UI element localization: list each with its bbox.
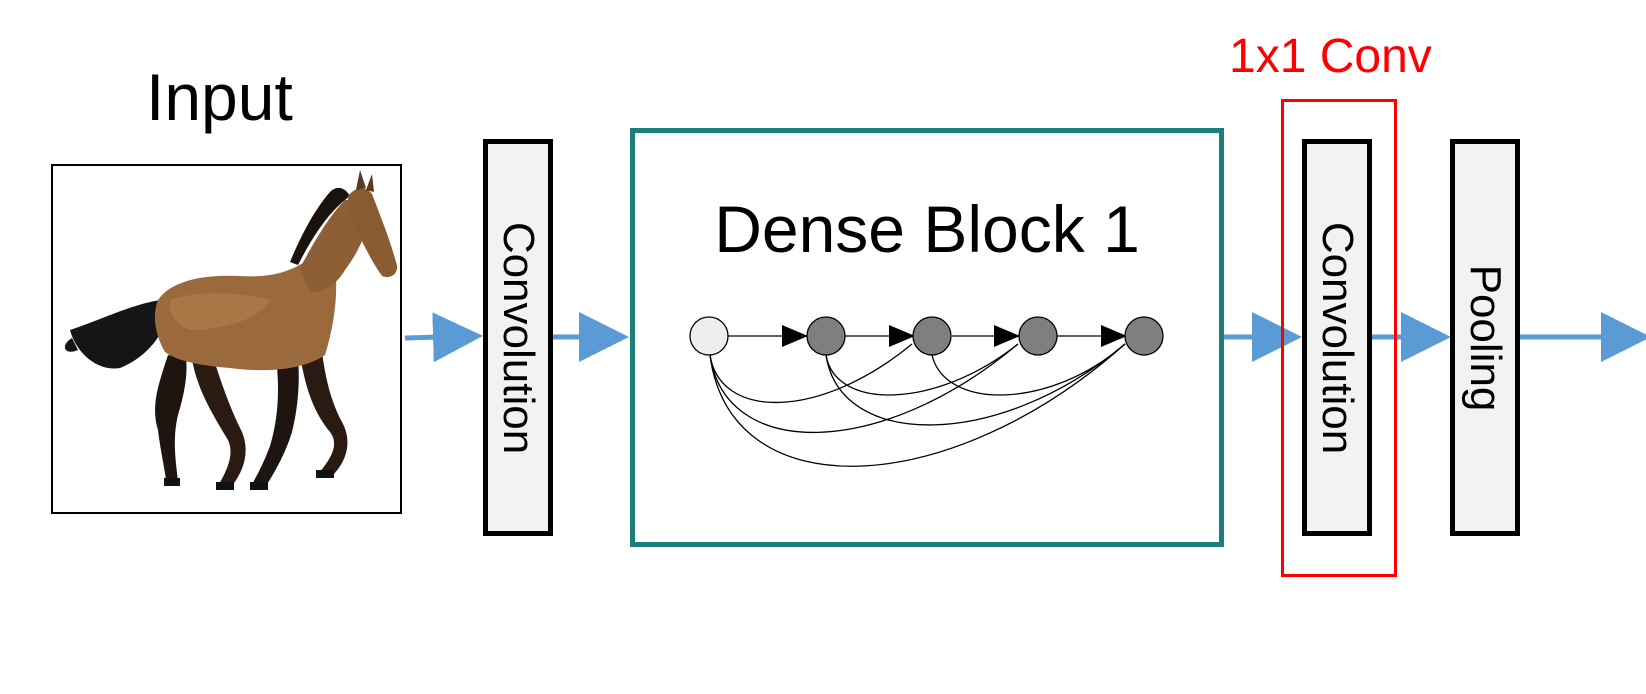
horse-hind-leg-1 [155, 355, 187, 482]
arrow-input-to-conv [404, 312, 483, 363]
horse-ears [356, 170, 374, 192]
horse-mane [290, 187, 350, 265]
dense-block-1 [630, 128, 1224, 547]
edge-x0-x3 [709, 343, 1019, 434]
node-x2 [912, 316, 952, 356]
edge-x0-x2 [709, 343, 913, 404]
conv-layer-transition: Convolution [1302, 139, 1372, 536]
dense-block-title: Dense Block 1 [714, 192, 1140, 266]
edge-x1-x4 [825, 343, 1126, 426]
conv-1x1-highlight [1281, 99, 1397, 577]
edge-x1-x3 [825, 343, 1019, 396]
conv-layer-transition-label: Convolution [1313, 221, 1362, 454]
edge-x2-x4 [931, 343, 1126, 396]
input-label: Input [146, 60, 293, 134]
edge-x0-x4 [709, 343, 1126, 467]
node-x4 [1124, 316, 1164, 356]
horse-image [64, 170, 398, 490]
horse-tail [70, 300, 162, 369]
horse-fore-leg-2 [252, 358, 299, 486]
conv-1x1-label: 1x1 Conv [1229, 30, 1432, 83]
horse-neck [300, 198, 369, 292]
node-x0 [689, 316, 729, 356]
input-image-frame [51, 164, 402, 514]
pooling-layer-label: Pooling [1461, 264, 1510, 411]
pooling-layer: Pooling [1450, 139, 1520, 536]
horse-head [348, 188, 398, 278]
horse-hind-leg-2 [192, 360, 246, 486]
node-x1 [806, 316, 846, 356]
conv-layer-1: Convolution [483, 139, 553, 536]
node-x3 [1018, 316, 1058, 356]
horse-fore-leg-1 [300, 352, 348, 476]
